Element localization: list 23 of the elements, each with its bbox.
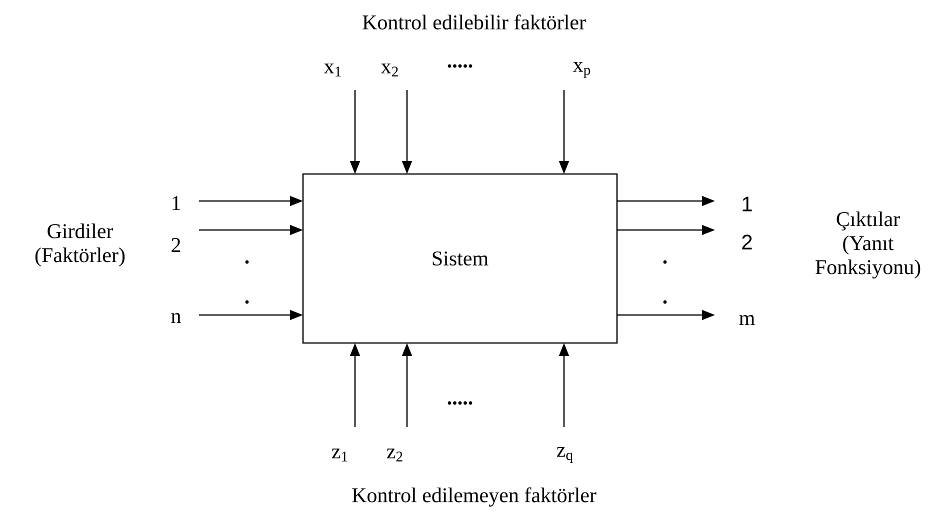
factor-symbol: x$_{1}$ — [324, 64, 341, 76]
heading: Kontrol edilebilir faktörler — [362, 14, 586, 30]
dot: . — [245, 260, 249, 264]
factor-symbol: x$_{p}$ — [573, 62, 590, 78]
factor-symbol: z$_{2}$ — [386, 448, 402, 462]
group-label: Çıktılar (Yanıt Fonksiyonu) — [816, 211, 920, 279]
input-number: 1 — [172, 196, 180, 210]
input-number: 2 — [172, 238, 180, 252]
input-number: n — [171, 313, 181, 323]
system-box: Sistem — [302, 173, 618, 344]
heading: Kontrol edilemeyen faktörler — [352, 487, 596, 507]
output-number: 2 — [742, 234, 752, 250]
dot: . — [663, 300, 667, 304]
ellipsis: ..... — [448, 64, 472, 68]
group-label: Girdiler (Faktörler) — [35, 223, 125, 267]
factor-symbol: z$_{q}$ — [556, 447, 573, 463]
output-number: m — [739, 315, 755, 325]
dot: . — [245, 300, 249, 304]
dot: . — [663, 260, 667, 264]
output-number: 1 — [742, 196, 752, 212]
factor-symbol: x$_{2}$ — [381, 64, 398, 76]
factor-symbol: z$_{1}$ — [332, 448, 348, 462]
ellipsis: ..... — [448, 401, 472, 405]
